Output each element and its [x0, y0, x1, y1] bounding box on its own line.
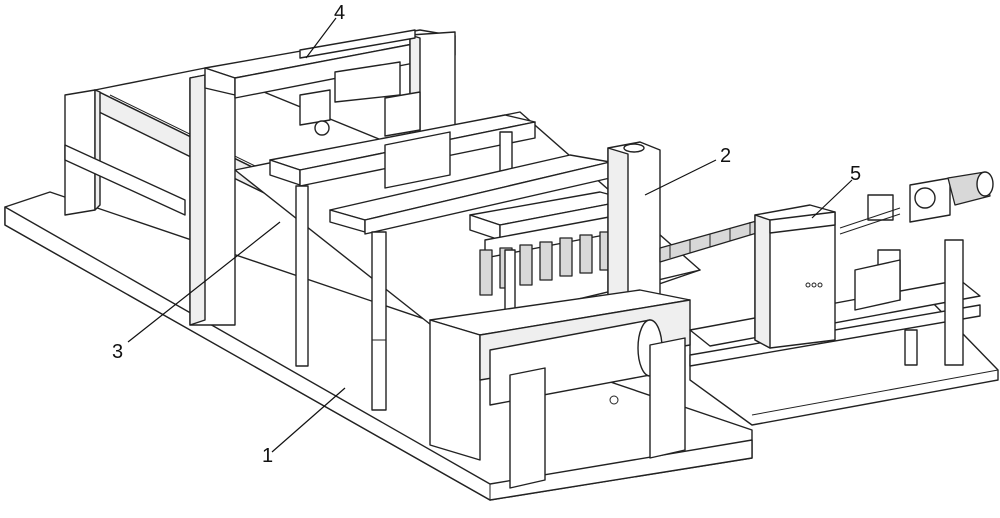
callout-2: 2 — [644, 145, 731, 196]
callout-1: 1 — [262, 387, 346, 467]
gantry-frame — [189, 29, 456, 326]
callout-label-4: 4 — [334, 2, 345, 24]
right-frame — [689, 171, 994, 367]
control-box — [754, 204, 836, 349]
cutter-head — [469, 141, 661, 333]
spring-row — [479, 231, 613, 296]
callout-label-2: 2 — [720, 145, 731, 167]
mid-frame — [269, 114, 536, 367]
callout-label-3: 3 — [112, 341, 123, 363]
callout-label-5: 5 — [850, 163, 861, 185]
callout-3: 3 — [112, 221, 281, 363]
callout-label-1: 1 — [262, 445, 273, 467]
roller-table — [429, 289, 691, 489]
callout-5: 5 — [811, 163, 861, 219]
callout-4: 4 — [305, 2, 345, 59]
drive-motor — [839, 171, 994, 235]
lead-screw — [659, 219, 761, 263]
